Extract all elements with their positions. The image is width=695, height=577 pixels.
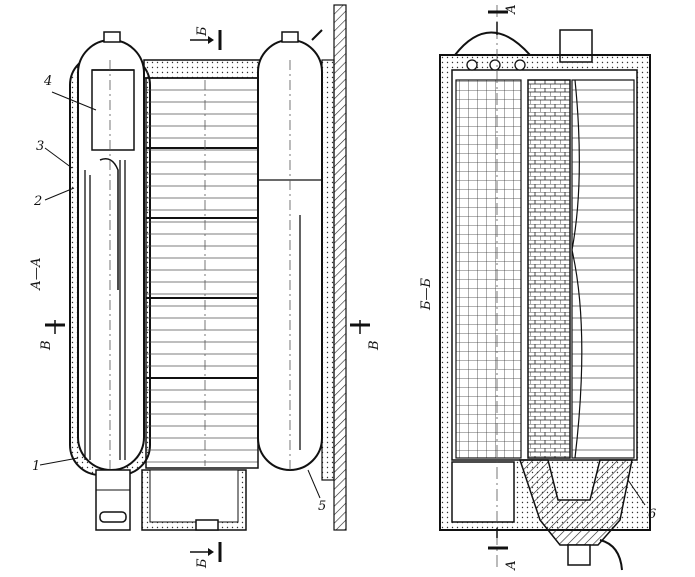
section-aa-view [39, 4, 370, 562]
label-2: 2 [33, 194, 42, 209]
section-aa-label: А—А [29, 257, 44, 291]
section-bb-view [439, 5, 651, 571]
label-6: 6 [648, 507, 656, 522]
label-5: 5 [318, 499, 326, 514]
top-casing [143, 59, 263, 79]
bb-tube-bank-left [455, 79, 522, 459]
bb-tube-bank-right [571, 79, 635, 459]
riser-pipes [84, 160, 126, 460]
drum-left-top-flange [103, 31, 121, 43]
dome [452, 31, 533, 56]
cut-a-top: А [504, 4, 519, 15]
bb-bottom-drum [451, 461, 515, 523]
separator-4 [91, 69, 135, 151]
bb-hopper [518, 459, 633, 546]
cut-v-left: В [39, 340, 54, 351]
label-1: 1 [32, 459, 40, 474]
right-wall-casing [321, 59, 335, 481]
section-bb-label: Б—Б [419, 277, 434, 311]
label-4: 4 [43, 74, 52, 89]
tube-bank [145, 77, 259, 469]
bb-brick-wall [527, 79, 571, 459]
cut-b-bottom: Б [195, 558, 210, 569]
cut-a-bottom: А [504, 560, 519, 571]
cut-b-top: Б [195, 26, 210, 37]
building-wall [333, 4, 347, 531]
cut-v-right: В [367, 340, 382, 351]
label-3: 3 [36, 139, 44, 154]
